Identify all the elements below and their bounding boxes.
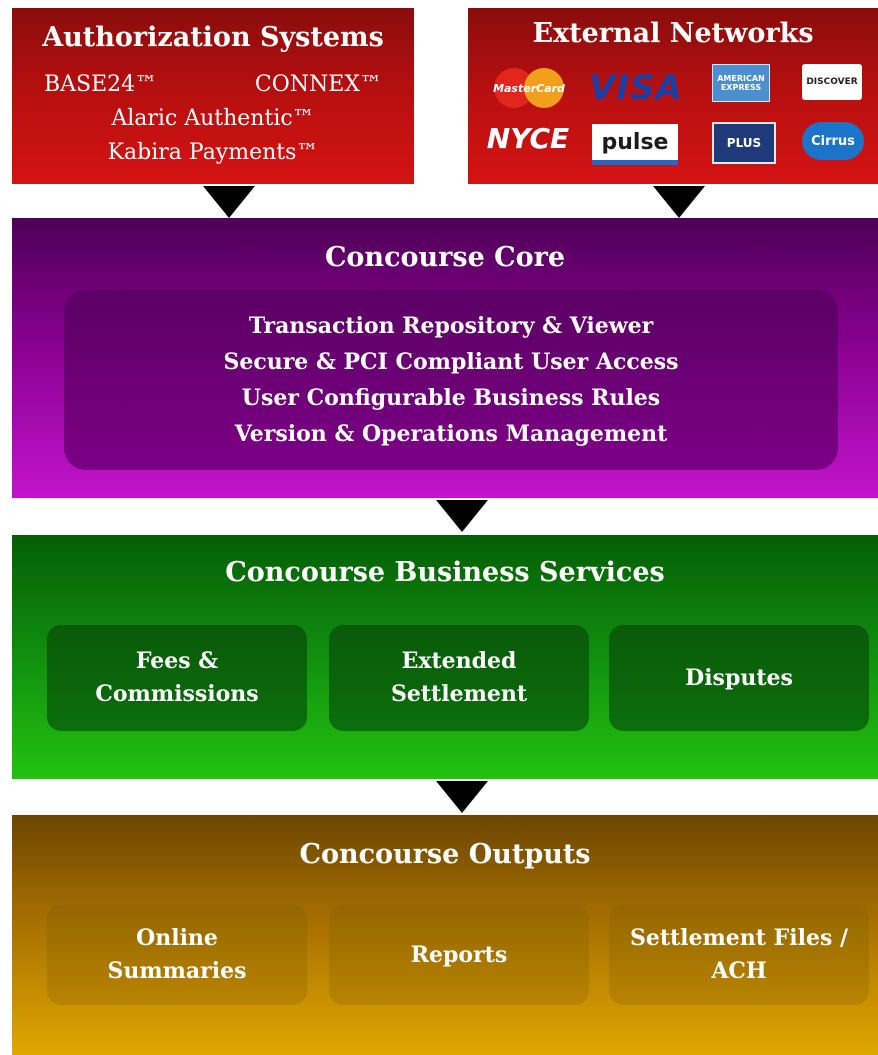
external-networks-box: External Networks MasterCard VISA AMERIC… (468, 8, 878, 184)
external-networks-title: External Networks (532, 18, 814, 49)
service-fees-line2: Commissions (95, 681, 259, 707)
output-settlement-line2: ACH (711, 958, 767, 984)
service-fees-commissions: Fees & Commissions (47, 625, 307, 731)
visa-logo: VISA (586, 64, 686, 112)
plus-logo: PLUS (712, 122, 776, 164)
service-disputes-line1: Disputes (685, 664, 793, 691)
mastercard-logo: MasterCard (488, 64, 570, 112)
output-online-line1: Online (136, 925, 218, 951)
pulse-logo: pulse (592, 124, 678, 165)
system-connex: CONNEX™ (254, 72, 382, 97)
business-services-title: Concourse Business Services (225, 557, 665, 588)
core-feature-transaction-repository: Transaction Repository & Viewer (248, 313, 654, 339)
system-alaric-authentic: Alaric Authentic™ (111, 106, 315, 131)
visa-logo-text: VISA (589, 68, 683, 108)
nyce-logo-text: NYCE (486, 121, 570, 155)
arrow-business-to-outputs (436, 781, 488, 813)
business-services-box: Concourse Business Services Fees & Commi… (12, 535, 878, 779)
output-online-line2: Summaries (107, 958, 247, 984)
output-settlement-files-ach: Settlement Files / ACH (609, 905, 869, 1005)
discover-logo-text: DISCOVER (806, 77, 858, 87)
service-extended-settlement: Extended Settlement (329, 625, 589, 731)
service-disputes: Disputes (609, 625, 869, 731)
service-fees-line1: Fees & (135, 648, 219, 674)
authorization-systems-title: Authorization Systems (42, 22, 384, 53)
arrow-external-to-core (653, 186, 705, 218)
concourse-outputs-title: Concourse Outputs (299, 839, 591, 870)
core-features-panel: Transaction Repository & Viewer Secure &… (64, 290, 838, 470)
american-express-logo-text: AMERICAN EXPRESS (717, 74, 765, 92)
plus-logo-text: PLUS (726, 136, 762, 150)
american-express-logo: AMERICAN EXPRESS (712, 64, 770, 102)
service-settlement-line2: Settlement (391, 681, 527, 707)
system-base24: BASE24™ (44, 72, 158, 97)
discover-logo: DISCOVER (802, 64, 862, 100)
core-feature-version-management: Version & Operations Management (234, 421, 668, 447)
core-feature-secure-access: Secure & PCI Compliant User Access (223, 349, 679, 375)
authorization-systems-box: Authorization Systems BASE24™ CONNEX™ Al… (12, 8, 414, 184)
arrow-auth-to-core (203, 186, 255, 218)
output-reports: Reports (329, 905, 589, 1005)
service-settlement-line1: Extended (401, 648, 517, 674)
nyce-logo: NYCE (482, 118, 574, 158)
auth-row-1: BASE24™ CONNEX™ (44, 72, 382, 97)
cirrus-logo-text: Cirrus (811, 133, 855, 149)
cirrus-logo: Cirrus (802, 122, 864, 160)
output-settlement-line1: Settlement Files / (629, 925, 849, 951)
concourse-core-title: Concourse Core (324, 242, 566, 273)
core-feature-business-rules: User Configurable Business Rules (241, 385, 661, 411)
output-online-summaries: Online Summaries (47, 905, 307, 1005)
concourse-outputs-box: Concourse Outputs Online Summaries Repor… (12, 815, 878, 1055)
pulse-logo-text: pulse (601, 129, 669, 155)
output-reports-line1: Reports (410, 941, 508, 968)
concourse-core-box: Concourse Core Transaction Repository & … (12, 218, 878, 498)
system-kabira-payments: Kabira Payments™ (107, 140, 319, 165)
mastercard-logo-text: MasterCard (493, 81, 565, 95)
arrow-core-to-business (436, 500, 488, 532)
